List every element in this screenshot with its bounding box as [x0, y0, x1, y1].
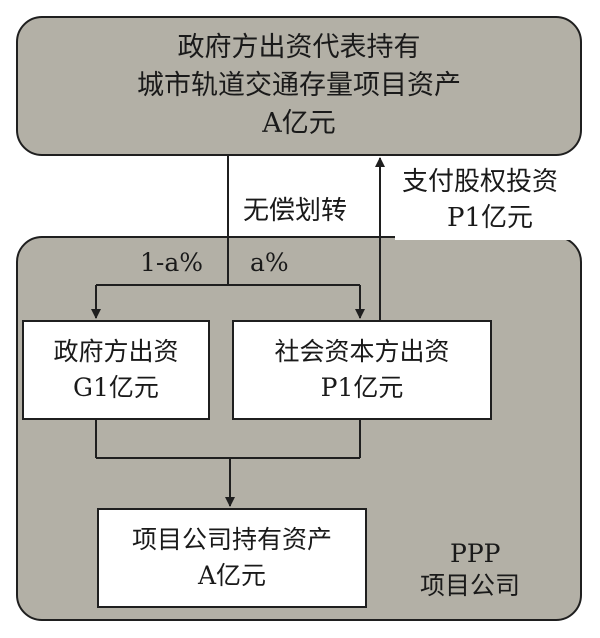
transfer-label: 无偿划转 [243, 196, 348, 226]
government-contribution-line2: G1亿元 [73, 373, 159, 402]
government-contribution-box: 政府方出资 G1亿元 [22, 320, 210, 420]
government-contribution-line1: 政府方出资 [53, 337, 179, 366]
government-asset-box: 政府方出资代表持有 城市轨道交通存量项目资产 A亿元 [16, 16, 582, 156]
social-capital-contribution-box: 社会资本方出资 P1亿元 [232, 320, 492, 420]
government-asset-line1: 政府方出资代表持有 [177, 32, 421, 63]
payment-label-line2: P1亿元 [447, 203, 534, 233]
government-asset-line2: 城市轨道交通存量项目资产 [137, 70, 461, 101]
ppp-label-line2: 项目公司 [420, 571, 521, 600]
social-capital-contribution-line2: P1亿元 [320, 373, 404, 402]
payment-label-background [395, 160, 600, 240]
project-company-assets-box: 项目公司持有资产 A亿元 [97, 508, 367, 608]
project-company-assets-line2: A亿元 [197, 561, 267, 590]
project-company-assets-line1: 项目公司持有资产 [131, 525, 332, 554]
split-left-percent: 1-a% [140, 248, 204, 277]
ppp-label-line1: PPP [450, 539, 501, 568]
social-capital-contribution-line1: 社会资本方出资 [274, 337, 450, 366]
government-asset-line3: A亿元 [262, 108, 336, 139]
payment-label-line1: 支付股权投资 [402, 167, 559, 197]
split-right-percent: a% [250, 248, 289, 277]
